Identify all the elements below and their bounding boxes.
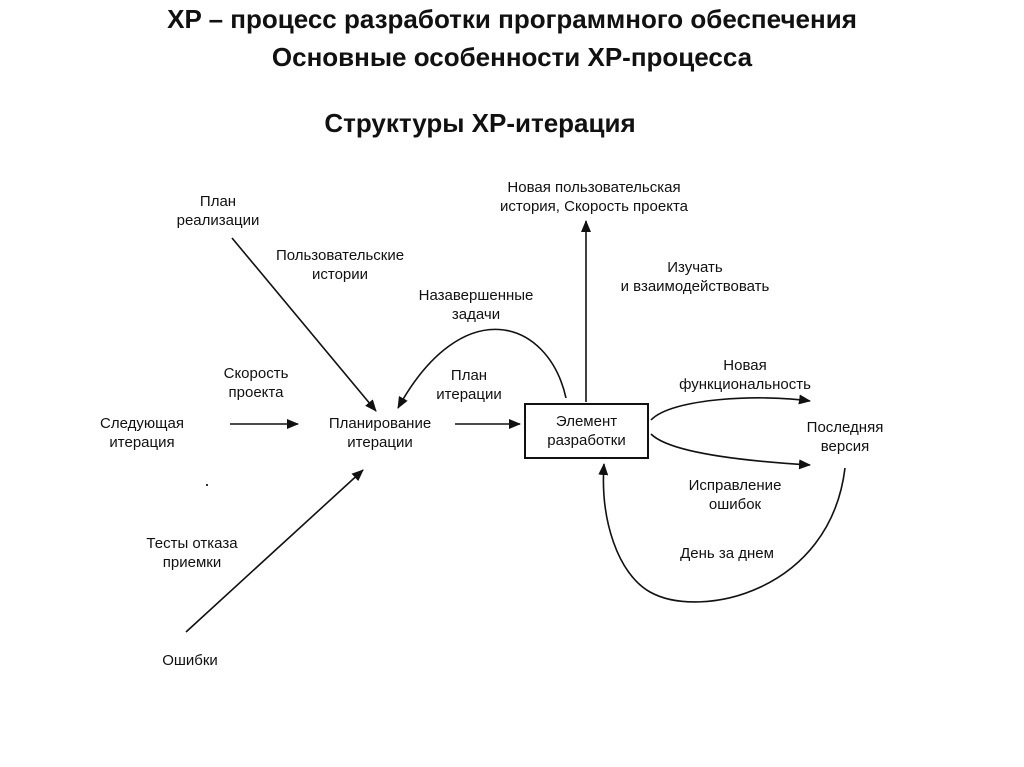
node-bugs-line1: Ошибки — [162, 652, 218, 669]
node-bugs: Ошибки — [130, 651, 250, 670]
node-user-stories: Пользовательские истории — [240, 246, 440, 284]
edge-day-by-day — [598, 463, 846, 603]
node-dev-element-line2: разработки — [547, 432, 626, 449]
node-user-stories-line1: Пользовательские — [275, 247, 405, 264]
stray-dot — [206, 484, 208, 486]
label-iteration-plan-line1: План — [450, 367, 488, 384]
edge-new-functionality — [650, 394, 811, 421]
slide-title-line2: Основные особенности XP-процесса — [271, 42, 753, 72]
label-learn-interact-line1: Изучать — [667, 259, 723, 276]
label-project-velocity-line1: Скорость — [223, 365, 289, 382]
label-new-functionality-line2: функциональность — [679, 376, 811, 393]
label-unfinished-tasks-line2: задачи — [451, 306, 501, 323]
node-next-iteration: Следующая итерация — [82, 414, 202, 452]
label-bug-fixes-line2: ошибок — [708, 496, 762, 513]
node-next-iteration-line1: Следующая — [100, 415, 184, 432]
label-day-by-day: День за днем — [652, 544, 802, 563]
label-bug-fixes-line1: Исправление — [688, 477, 782, 494]
node-acceptance-tests-line1: Тесты отказа — [146, 535, 238, 552]
node-release-plan-line2: реализации — [176, 212, 260, 229]
node-acceptance-tests: Тесты отказа приемки — [112, 534, 272, 572]
node-new-user-story-line2: история, Скорость проекта — [500, 198, 688, 215]
label-bug-fixes: Исправление ошибок — [660, 476, 810, 514]
edge-release-plan-to-planning — [231, 237, 377, 412]
diagram-subtitle: Структуры XP-итерация — [324, 108, 636, 138]
node-iteration-planning: Планирование итерации — [310, 414, 450, 452]
label-new-functionality: Новая функциональность — [660, 356, 830, 394]
node-dev-element: Элемент разработки — [524, 403, 649, 459]
label-unfinished-tasks-line1: Назавершенные — [418, 287, 534, 304]
node-last-version-line1: Последняя — [806, 419, 884, 436]
node-next-iteration-line2: итерация — [109, 434, 175, 451]
node-release-plan: План реализации — [148, 192, 288, 230]
label-learn-interact: Изучать и взаимодействовать — [590, 258, 800, 296]
node-acceptance-tests-line2: приемки — [162, 554, 222, 571]
label-learn-interact-line2: и взаимодействовать — [620, 278, 770, 295]
node-last-version-line2: версия — [820, 438, 870, 455]
label-new-functionality-line1: Новая — [723, 357, 767, 374]
label-iteration-plan-line2: итерации — [436, 386, 502, 403]
label-project-velocity-line2: проекта — [228, 384, 284, 401]
edge-bugs-to-planning — [185, 469, 364, 633]
node-new-user-story-line1: Новая пользовательская — [507, 179, 681, 196]
label-project-velocity: Скорость проекта — [196, 364, 316, 402]
node-release-plan-line1: План — [199, 193, 237, 210]
label-iteration-plan: План итерации — [414, 366, 524, 404]
node-dev-element-line1: Элемент — [555, 413, 618, 430]
node-iteration-planning-line1: Планирование — [328, 415, 432, 432]
node-new-user-story: Новая пользовательская история, Скорость… — [454, 178, 734, 216]
edge-bug-fixes — [650, 433, 811, 470]
label-day-by-day-line1: День за днем — [680, 545, 774, 562]
slide-title-line1: XP – процесс разработки программного обе… — [167, 4, 857, 34]
node-user-stories-line2: истории — [311, 266, 369, 283]
edge-unfinished-tasks — [397, 328, 567, 409]
label-unfinished-tasks: Назавершенные задачи — [386, 286, 566, 324]
node-last-version: Последняя версия — [780, 418, 910, 456]
node-iteration-planning-line2: итерации — [347, 434, 413, 451]
